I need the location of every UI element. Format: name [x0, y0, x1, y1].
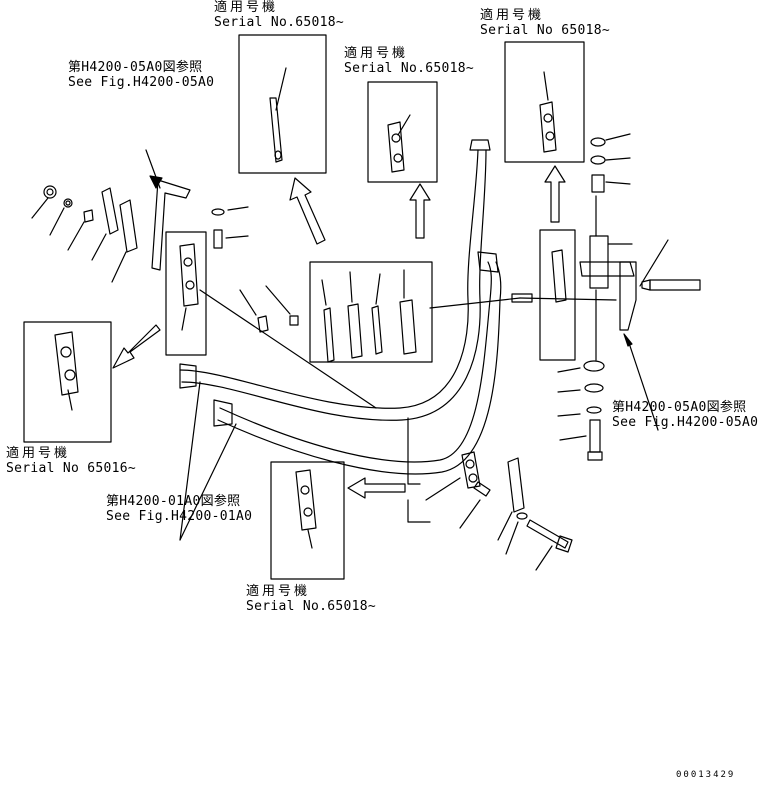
leader-lines — [149, 175, 659, 541]
label-ref-05a0-left: 第H4200-05A0図参照 See Fig.H4200-05A0 — [68, 60, 215, 90]
inset-top-center-bracket — [269, 67, 287, 163]
middle-cluster — [199, 261, 433, 409]
label-ref-01a0: 第H4200-01A0図参照 See Fig.H4200-01A0 — [106, 494, 253, 524]
arrow-left-down — [112, 324, 161, 369]
arrow-left-bottom — [347, 477, 406, 499]
inset-box-top-center — [238, 34, 327, 174]
inset-mid-left-clamp — [179, 243, 199, 331]
left-parts — [31, 149, 249, 283]
bottom-clamp-group — [407, 417, 573, 571]
inset-left-clamp — [54, 331, 79, 411]
arrow-up-top-right — [544, 165, 566, 223]
inset-box-top-right — [504, 41, 585, 163]
label-serial-bottom: 適用号機 Serial No.65018~ — [246, 584, 377, 614]
inset-box-mid-left — [165, 231, 207, 356]
arrow-up-top-center — [289, 177, 326, 245]
label-serial-left: 適用号機 Serial No 65016~ — [6, 446, 137, 476]
label-serial-top-right: 適用号機 Serial No 65018~ — [480, 8, 611, 38]
inset-box-left — [23, 321, 112, 443]
inset-box-top-middle — [367, 81, 438, 183]
label-serial-top-middle: 適用号機 Serial No.65018~ — [344, 46, 475, 76]
hose-2 — [213, 251, 502, 475]
label-ref-05a0-right: 第H4200-05A0図参照 See Fig.H4200-05A0 — [612, 400, 759, 430]
label-serial-top-center: 適用号機 Serial No.65018~ — [214, 0, 345, 30]
right-assembly — [429, 133, 701, 461]
inset-bottom-clamp — [295, 469, 317, 549]
arrow-up-top-middle — [409, 183, 431, 239]
inset-top-middle-clamp — [387, 114, 411, 173]
drawing-code: 00013429 — [676, 770, 736, 780]
hose-1 — [179, 139, 491, 421]
inset-box-bottom — [270, 461, 345, 580]
inset-top-right-clamp — [539, 71, 557, 153]
